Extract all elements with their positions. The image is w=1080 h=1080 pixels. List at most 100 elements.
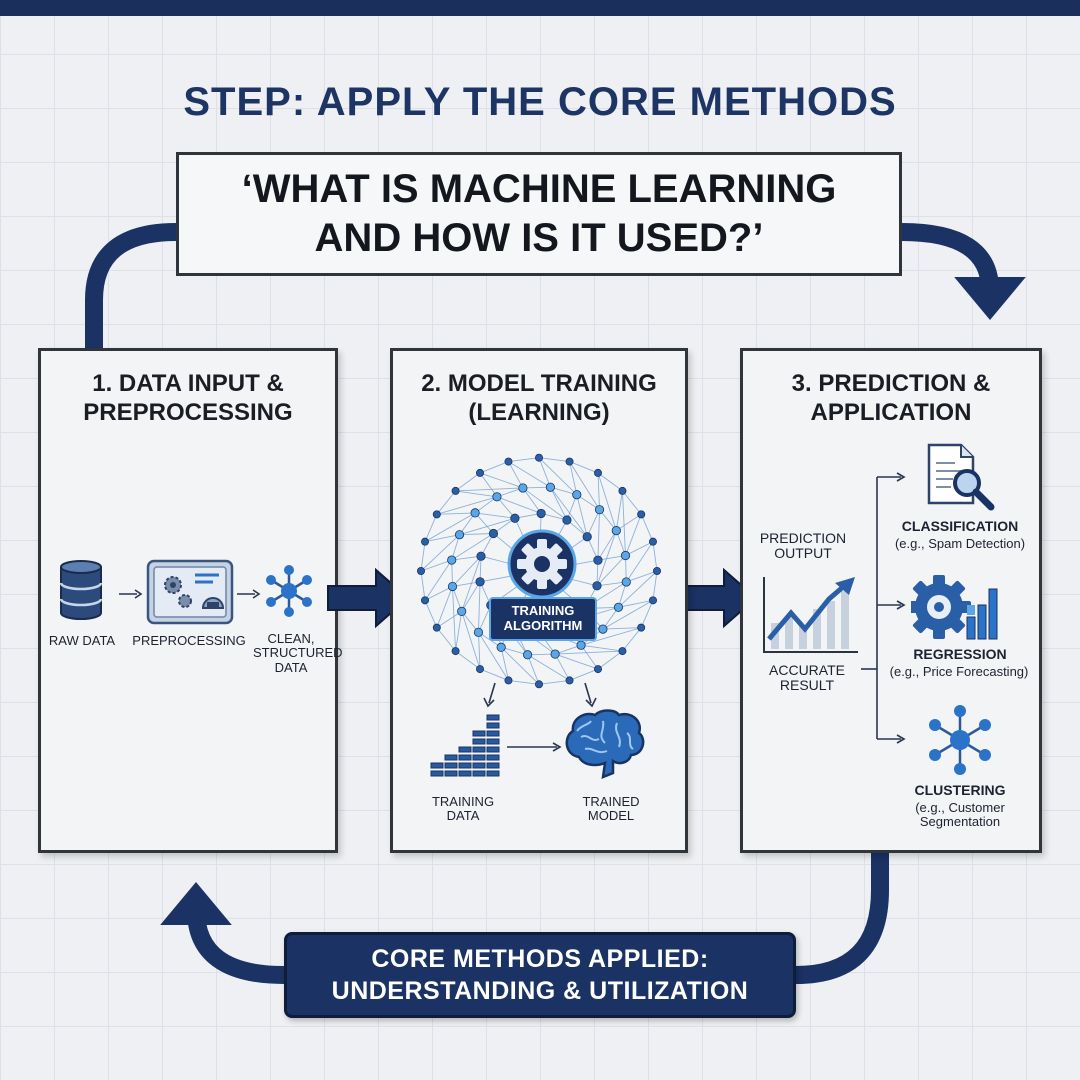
network-link [527,654,570,681]
trend-chart-icon [763,577,858,653]
network-link [602,627,642,630]
network-node [613,602,624,612]
network-link [597,650,623,670]
network-link [461,581,481,612]
network-node [648,537,657,546]
network-link [569,461,599,474]
network-link [596,555,626,587]
network-node [565,676,574,685]
network-link [436,490,456,515]
network-link [652,541,658,572]
network-node [451,486,460,495]
network-link [596,530,617,586]
network-link [420,570,426,601]
footer-banner: CORE METHODS APPLIED: UNDERSTANDING & UT… [284,932,796,1018]
clean-data-line-3: DATA [274,659,308,675]
network-link [580,644,599,670]
network-link [569,461,578,495]
panel-title-line-1: 1. DATA INPUT & [92,370,284,397]
network-link [527,654,540,685]
network-node [522,650,533,660]
network-link [508,461,551,488]
network-link [538,679,570,685]
network-link [618,599,654,608]
network-node [535,680,544,689]
trained-model-line-1: TRAINED [582,794,640,809]
network-link [508,457,540,463]
panel-title-line-1: 2. MODEL TRAINING [421,370,657,397]
loop-arrow-bottom-right [795,853,889,984]
network-link [554,653,570,681]
label-raw-data: RAW DATA [48,633,116,648]
network-link [508,679,540,685]
network-node [492,492,502,502]
panel-title: 3. PREDICTION & APPLICATION [743,369,1039,428]
network-node [565,457,574,466]
network-node [518,483,528,493]
regression-example: (e.g., Price Forecasting) [889,664,1029,679]
label-clean-data: CLEAN, STRUCTURED DATA [253,631,343,675]
network-node [562,515,572,525]
network-node [475,577,485,587]
network-node [451,647,460,656]
network-link [618,570,658,608]
panel-title: 2. MODEL TRAINING (LEARNING) [393,369,685,428]
network-link [461,556,482,612]
network-link [452,581,481,587]
gears-dashboard-icon [146,559,234,625]
network-node [593,468,602,477]
network-link [538,457,578,496]
network-link [479,472,524,489]
network-node [594,505,605,515]
network-link [555,650,623,655]
network-node [504,676,513,685]
network-link [597,509,600,561]
panel-model-training: 2. MODEL TRAINING (LEARNING) TRAINING AL… [390,348,688,853]
network-link [424,600,438,628]
network-link [424,559,453,601]
brain-icon [565,709,645,779]
network-node [476,468,485,477]
label-training-data: TRAINING DATA [413,794,513,824]
network-link [424,514,438,542]
algo-line-1: TRAINING [511,603,575,619]
network-node [473,627,484,637]
network-link [455,472,481,492]
network-link [452,586,457,652]
label-prediction-output: PREDICTION OUTPUT [751,530,855,562]
accurate-result-line-2: RESULT [779,677,835,694]
footer-line-2: UNDERSTANDING & UTILIZATION [331,977,749,1005]
network-link [459,533,494,536]
network-node [611,526,621,536]
top-bar [0,0,1080,16]
network-link [625,541,654,556]
network-node [432,510,441,519]
network-link [420,541,426,572]
algo-line-2: ALGORITHM [503,618,583,633]
network-link [479,461,509,474]
network-node [593,665,602,674]
panel-title-line-1: 3. PREDICTION & [791,370,991,397]
network-node [550,649,560,659]
network-link [496,496,516,519]
network-link [451,533,494,561]
network-link [455,487,523,492]
network-link [576,494,588,537]
panel-title-line-2: APPLICATION [810,399,972,427]
network-link [597,530,617,561]
network-link [522,487,568,521]
question-box: ‘WHAT IS MACHINE LEARNING AND HOW IS IT … [176,152,902,276]
network-node [504,457,513,466]
trained-model-line-2: MODEL [587,808,635,824]
clustering-example-line-1: (e.g., Customer [915,800,1005,815]
network-node [432,623,441,632]
network-link [500,647,509,681]
network-node [421,537,430,546]
network-link [424,586,453,601]
network-link [436,512,476,515]
network-link [622,490,642,515]
network-link [522,487,542,514]
clean-data-line-2: STRUCTURED [253,645,343,661]
network-link [554,653,599,670]
training-algorithm-label: TRAINING ALGORITHM [503,603,583,634]
